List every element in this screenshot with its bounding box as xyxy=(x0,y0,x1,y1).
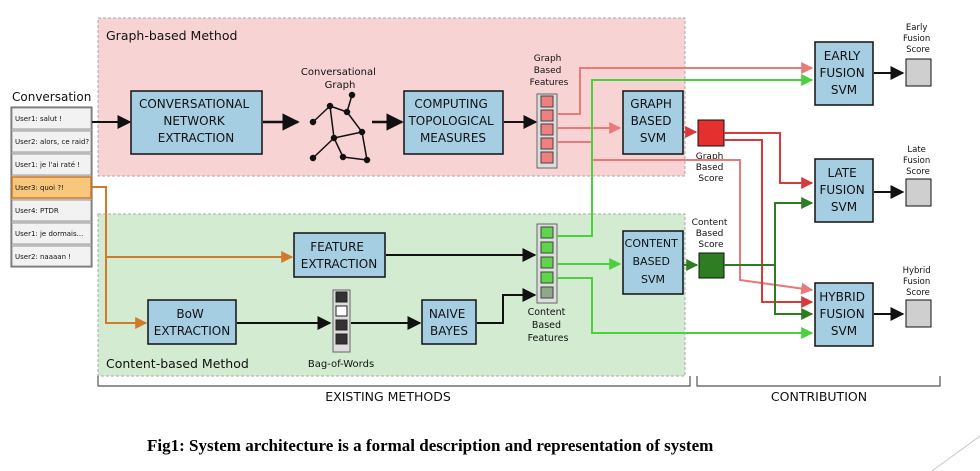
existing-methods-label: EXISTING METHODS xyxy=(325,389,451,404)
arrow-conversation-to-content xyxy=(92,186,148,329)
graph-based-score-label: Graph Based Score xyxy=(696,152,727,184)
content-based-score-square xyxy=(698,252,725,279)
late-fusion-score-square xyxy=(905,178,932,207)
early-fusion-score-label: Early Fusion Score xyxy=(903,23,933,55)
conversational-network-extraction-label: CONVERSATIONAL NETWORK EXTRACTION xyxy=(139,97,253,145)
early-fusion-svm-label: EARLY FUSION SVM xyxy=(819,49,868,97)
conversation-panel: User1: salut ! User2: alors, ce raid? Us… xyxy=(10,106,93,268)
page-corner-decoration xyxy=(931,435,980,471)
message-text: User1: je dormais... xyxy=(15,230,83,238)
arrow-bayes-to-content-features xyxy=(477,288,537,324)
computing-topological-measures-label: COMPUTING TOPOLOGICAL MEASURES xyxy=(407,97,497,145)
content-region xyxy=(97,213,686,377)
content-based-svm-label: CONTENT BASED SVM xyxy=(625,237,682,286)
content-based-score-label: Content Based Score xyxy=(692,218,731,250)
graph-based-score-square xyxy=(697,119,725,147)
hybrid-fusion-score-label: Hybrid Fusion Score xyxy=(903,266,934,298)
feature-extraction-box xyxy=(293,232,386,278)
content-based-svm-box xyxy=(622,230,684,295)
early-fusion-svm-box xyxy=(814,41,874,106)
figure-caption: Fig1: System architecture is a formal de… xyxy=(147,436,713,455)
message-text: User3: quoi ?! xyxy=(15,184,64,192)
graph-based-features-label: Graph Based Features xyxy=(530,54,569,88)
message-row xyxy=(11,153,92,176)
message-row xyxy=(11,199,92,222)
late-fusion-svm-label: LATE FUSION SVM xyxy=(819,166,868,214)
message-row xyxy=(11,222,92,245)
bow-extraction-label: BoW EXTRACTION xyxy=(154,307,230,338)
conversational-graph-icon xyxy=(309,91,371,164)
message-text: User1: je l'ai raté ! xyxy=(15,161,80,169)
hybrid-fusion-score-square xyxy=(905,299,932,328)
message-row xyxy=(11,245,92,267)
conversational-graph-label: Conversational Graph xyxy=(301,67,379,91)
message-row xyxy=(11,107,92,130)
naive-bayes-box xyxy=(421,299,477,345)
message-text: User4: PTDR xyxy=(15,207,59,215)
conversational-network-extraction-box xyxy=(130,90,263,155)
early-fusion-score-square xyxy=(905,58,932,87)
graph-based-features-vector xyxy=(536,93,558,169)
computing-topological-measures-box xyxy=(403,90,504,155)
content-region-label: Content-based Method xyxy=(106,356,249,371)
contribution-bracket xyxy=(696,376,941,387)
content-feature-connections xyxy=(557,74,814,339)
late-fusion-svm-box xyxy=(814,158,874,223)
graph-based-svm-box xyxy=(622,90,684,155)
message-text: User1: salut ! xyxy=(15,115,62,123)
graph-score-connections xyxy=(684,126,814,308)
contribution-label: CONTRIBUTION xyxy=(771,389,867,404)
existing-methods-bracket xyxy=(97,376,691,387)
message-text: User2: alors, ce raid? xyxy=(15,138,89,146)
graph-based-svm-label: GRAPH BASED SVM xyxy=(630,97,675,145)
hybrid-fusion-svm-label: HYBRID FUSION SVM xyxy=(819,290,869,338)
late-fusion-score-label: Late Fusion Score xyxy=(903,145,933,177)
content-based-features-label: Content Based Features xyxy=(528,307,569,344)
message-row-highlighted xyxy=(11,176,92,199)
bag-of-words-vector xyxy=(332,289,351,353)
message-row xyxy=(11,130,92,153)
graph-region-label: Graph-based Method xyxy=(106,28,237,43)
message-text: User2: naaaan ! xyxy=(15,253,71,261)
hybrid-fusion-svm-box xyxy=(814,282,874,347)
naive-bayes-label: NAIVE BAYES xyxy=(429,307,469,338)
graph-feature-connections xyxy=(557,62,814,295)
bow-extraction-box xyxy=(147,299,237,345)
content-based-features-vector xyxy=(536,223,558,304)
conversation-title: Conversation xyxy=(12,90,91,104)
bag-of-words-label: Bag-of-Words xyxy=(308,359,374,370)
content-score-connections xyxy=(684,197,814,320)
feature-extraction-label: FEATURE EXTRACTION xyxy=(301,240,377,271)
